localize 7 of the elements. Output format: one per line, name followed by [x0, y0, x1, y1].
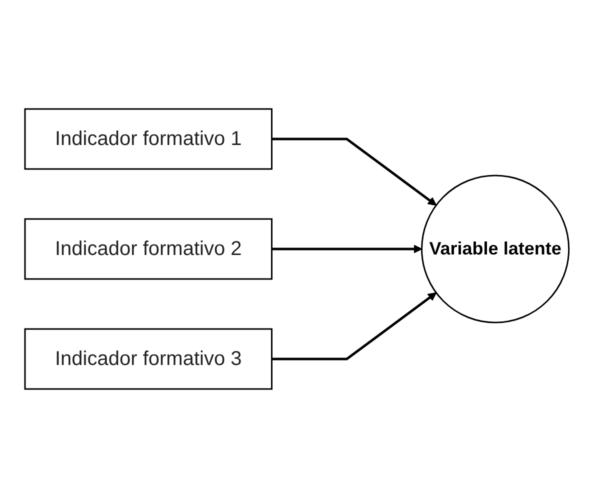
node-box: Indicador formativo 3 — [24, 328, 273, 390]
arrow — [272, 292, 437, 360]
node-box: Indicador formativo 1 — [24, 108, 273, 170]
arrow — [272, 138, 437, 206]
node-box: Indicador formativo 2 — [24, 218, 273, 280]
arrow — [272, 244, 422, 254]
node-circle: Variable latente — [421, 174, 570, 324]
